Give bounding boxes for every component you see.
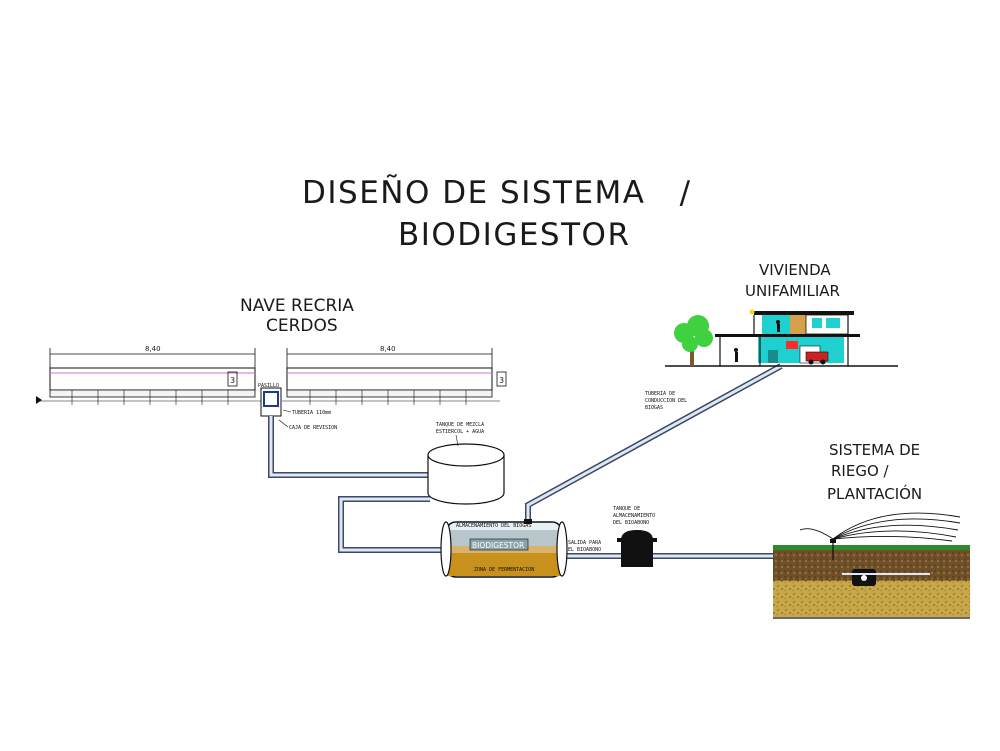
title-line-2: BIODIGESTOR [398, 217, 631, 253]
title-line-1: DISEÑO DE SISTEMA / [302, 175, 692, 211]
nave-label-2: CERDOS [266, 316, 338, 336]
dimension-right [286, 348, 493, 368]
mix-tank [427, 443, 505, 505]
riego-label-2: RIEGO / [831, 462, 890, 480]
riego-label-1: SISTEMA DE [829, 441, 920, 459]
bioabono-tank [617, 530, 657, 567]
fermentation-label: ZONA DE FERMENTACION [474, 567, 534, 573]
bioabono-label-2: ALMACENAMIENTO [613, 513, 655, 519]
biodigester-tank [440, 519, 568, 578]
pasillo-label: PASILLO [258, 383, 279, 389]
biodigester-name: BIODIGESTOR [472, 541, 524, 550]
riego-label-3: PLANTACIÓN [827, 484, 922, 503]
biogas-pipe-label-1: TUBERIA DE [645, 391, 675, 397]
tree-icon [674, 315, 713, 366]
pipe-biogas-to-house [525, 363, 783, 522]
biogas-pipe-label-3: BIOGAS [645, 405, 663, 411]
biodigester-storage-label: ALMACENAMIENTO DEL BIOGAS [456, 523, 531, 529]
dimension-left-label: 8,40 [145, 345, 161, 353]
nave-label-1: NAVE RECRIA [240, 296, 354, 316]
height-right-label: 3 [499, 376, 504, 385]
mix-tank-label-2: ESTIERCOL + AGUA [436, 429, 484, 435]
mix-tank-label-1: TANQUE DE MEZCLA [436, 422, 484, 428]
height-left-label: 3 [230, 376, 235, 385]
pipe-barn-to-mix-tank [268, 416, 428, 478]
bioabono-label-1: TANQUE DE [613, 506, 640, 512]
tuberia-label: TUBERIA 110mm [292, 410, 331, 416]
house [665, 309, 898, 367]
field-section [773, 512, 970, 619]
salida-label-2: EL BIOABONO [568, 547, 601, 553]
bioabono-label-3: DEL BIOABONO [613, 520, 649, 526]
pasillo-pit [260, 387, 282, 417]
salida-label-1: SALIDA PARA [568, 540, 601, 546]
caja-label: CAJA DE REVISION [289, 425, 337, 431]
barn-left [36, 367, 262, 405]
biogas-pipe-label-2: CONDUCCION DEL [645, 398, 687, 404]
vivienda-label-1: VIVIENDA [759, 261, 831, 279]
dimension-left [49, 348, 256, 368]
barn-right [282, 367, 507, 405]
vivienda-label-2: UNIFAMILIAR [745, 282, 840, 300]
pipe-mix-tank-to-biodigester [338, 496, 442, 553]
nave-recria: NAVE RECRIA CERDOS 8,40 8,40 [36, 296, 507, 431]
dimension-right-label: 8,40 [380, 345, 396, 353]
